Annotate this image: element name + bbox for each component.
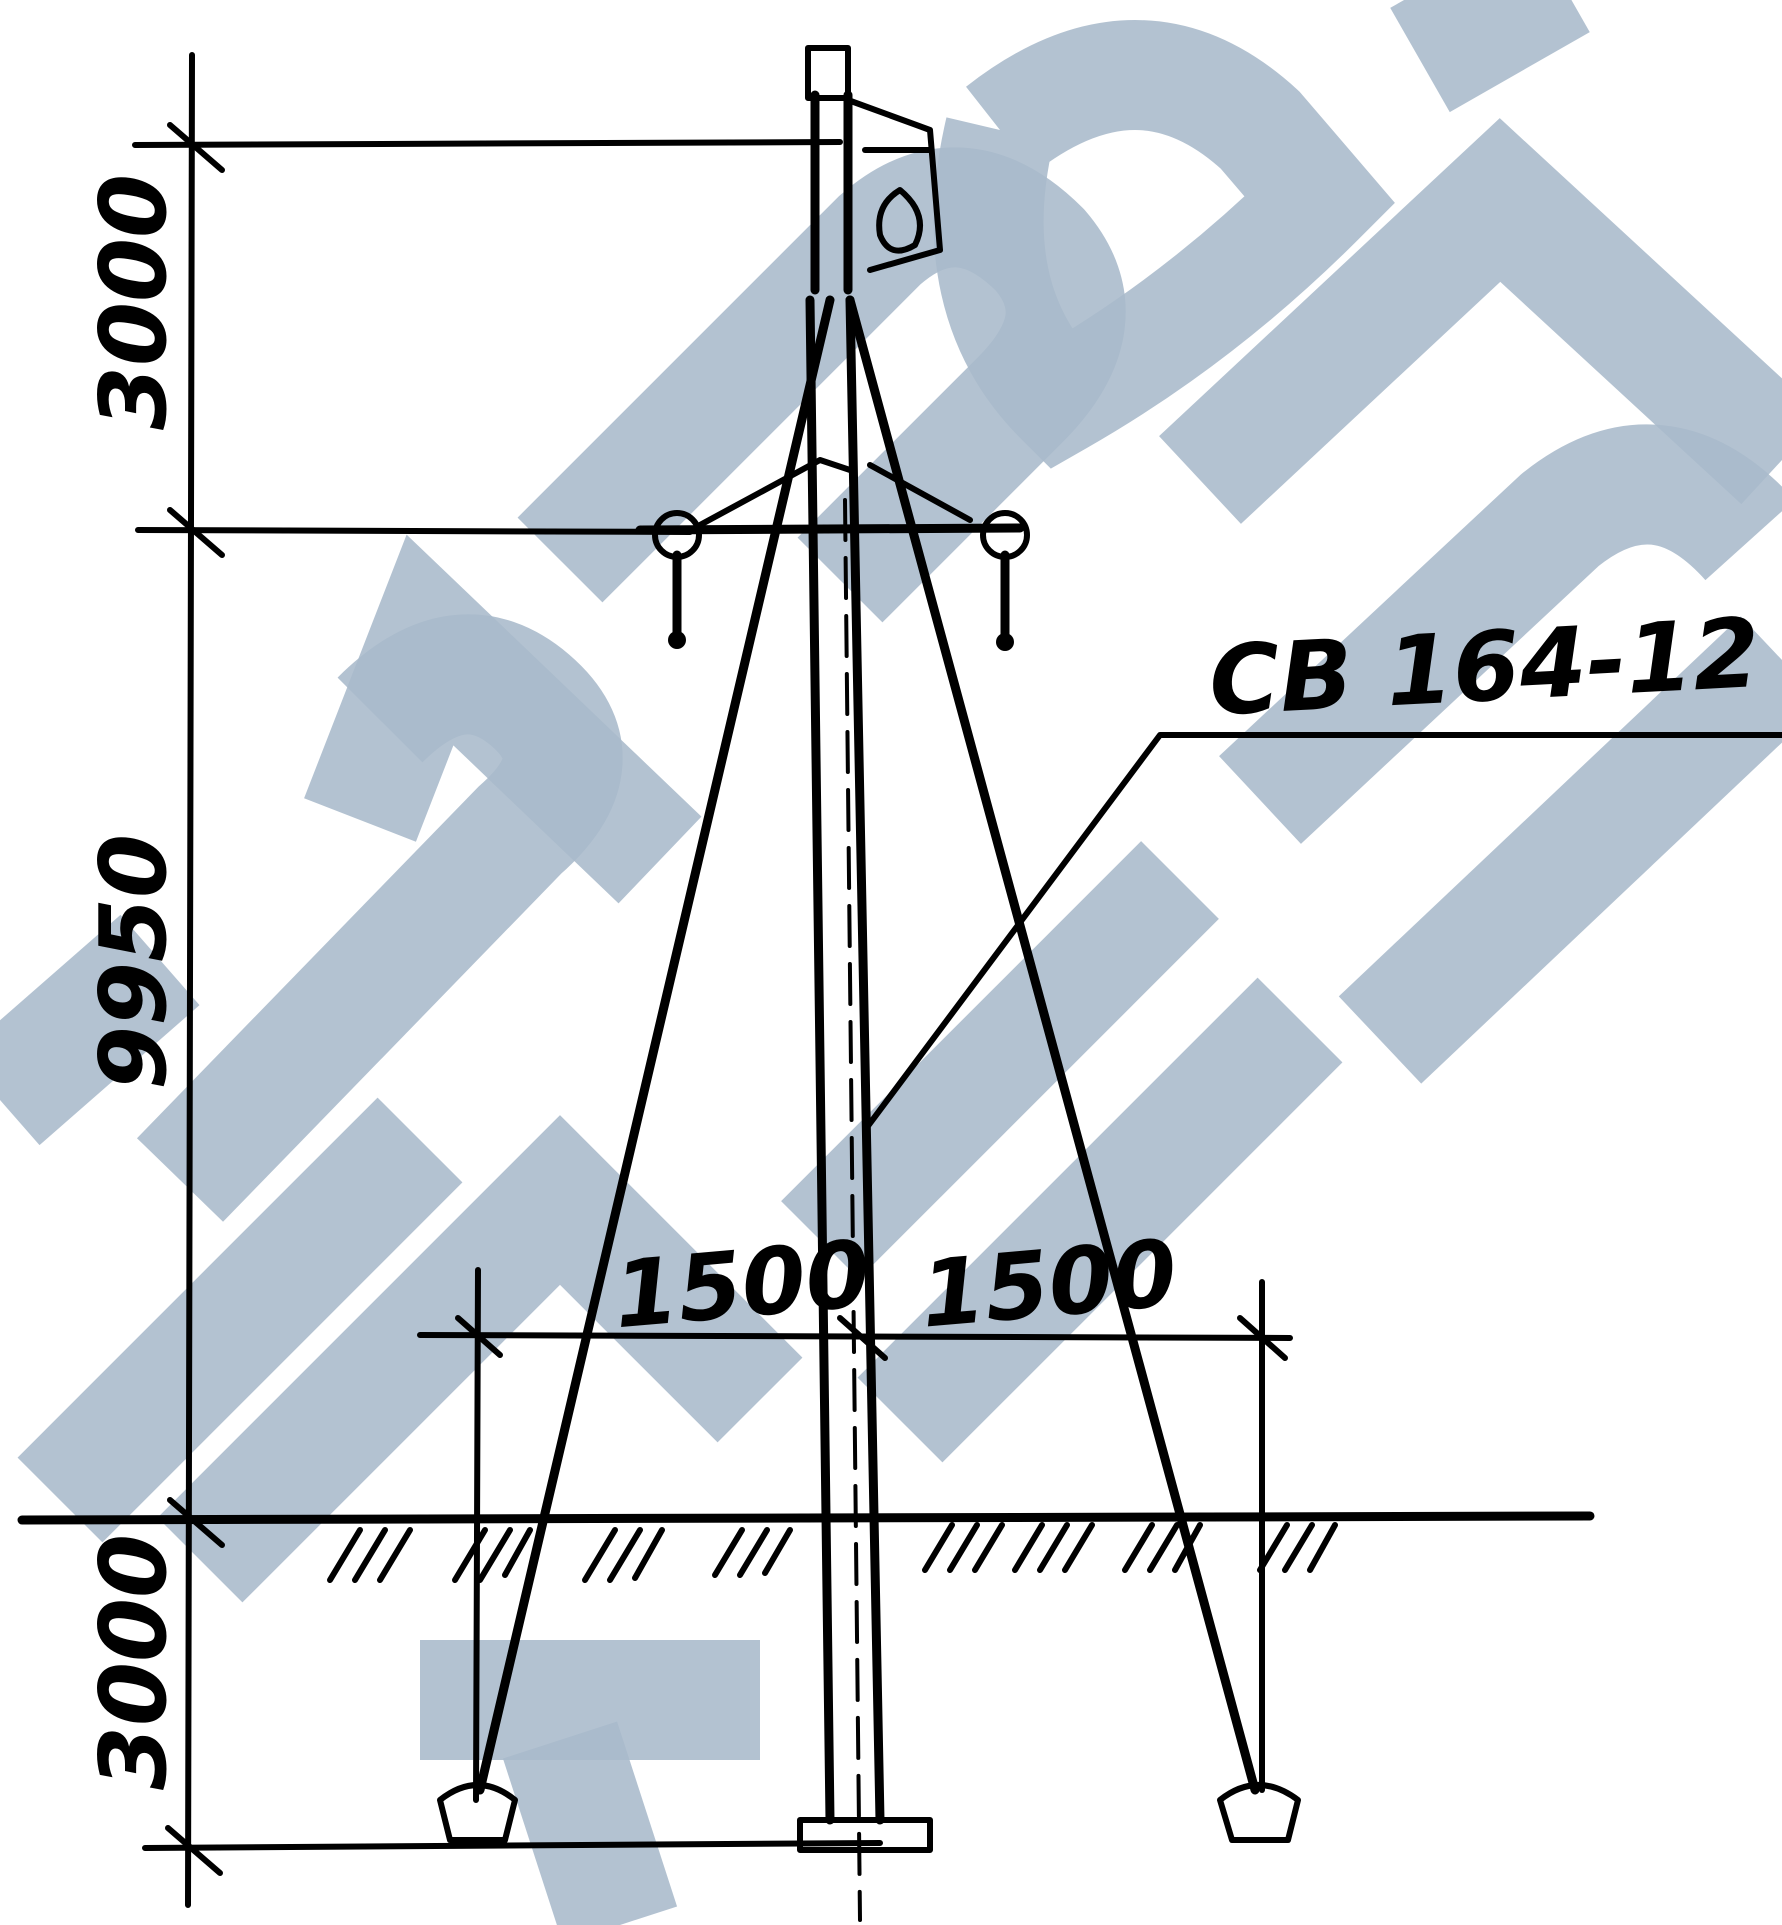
crossarm-brace-right: [867, 462, 973, 523]
pole-left-edge: [805, 295, 835, 1825]
anchor-left: [437, 1782, 518, 1843]
struts: [437, 295, 1301, 1843]
extension-line-top: [132, 139, 843, 148]
vertical-dimension-chain: 3000 9950 3000: [80, 52, 883, 1908]
extension-line-crossarm: [135, 527, 693, 535]
horizontal-dimension: 1500 1500: [417, 1220, 1293, 1803]
callout-leader: [862, 732, 1782, 1133]
insulator-left: [652, 510, 702, 649]
top-bracket: [845, 97, 943, 273]
watermark-stroke: [1159, 118, 1782, 524]
dimension-top-height: 3000: [80, 174, 187, 430]
watermark-stroke: [1219, 424, 1782, 844]
extension-line-left-anchor: [473, 1267, 481, 1803]
watermark-stroke: [502, 1721, 678, 1925]
dimension-spread-left: 1500: [610, 1220, 874, 1349]
watermark-stroke: [0, 914, 200, 1146]
crossarm-brace-left: [697, 457, 853, 528]
watermark-stroke: [933, 20, 1395, 469]
crossarm-bar: [635, 523, 1025, 535]
watermark-stroke: [1338, 616, 1782, 1084]
watermark-stroke: [781, 841, 1219, 1279]
pole-right-edge: [845, 295, 885, 1825]
crossarm: [635, 457, 1030, 651]
dimension-mid-height: 9950: [80, 834, 187, 1090]
dimension-below-ground: 3000: [80, 1534, 187, 1790]
watermark-stroke: [304, 534, 702, 904]
insulator-right: [980, 510, 1030, 651]
ground: [17, 1511, 1595, 1583]
pole-base-plate: [797, 1817, 933, 1853]
central-pole: [797, 45, 943, 1922]
strut-right: [845, 295, 1260, 1795]
pole-top-cap: [805, 45, 851, 101]
pole-centerline: [843, 498, 862, 1922]
ground-line: [17, 1511, 1595, 1525]
dimension-axis-vertical: [185, 52, 195, 1908]
extension-line-base: [142, 1840, 883, 1851]
top-insulator: [876, 187, 923, 254]
anchor-right: [1217, 1782, 1301, 1843]
strut-left: [475, 295, 835, 1795]
dimension-spread-right: 1500: [917, 1220, 1181, 1349]
watermark-stroke: [1390, 0, 1590, 113]
ground-hatching: [327, 1522, 1338, 1583]
watermark-stroke: [17, 1097, 463, 1543]
